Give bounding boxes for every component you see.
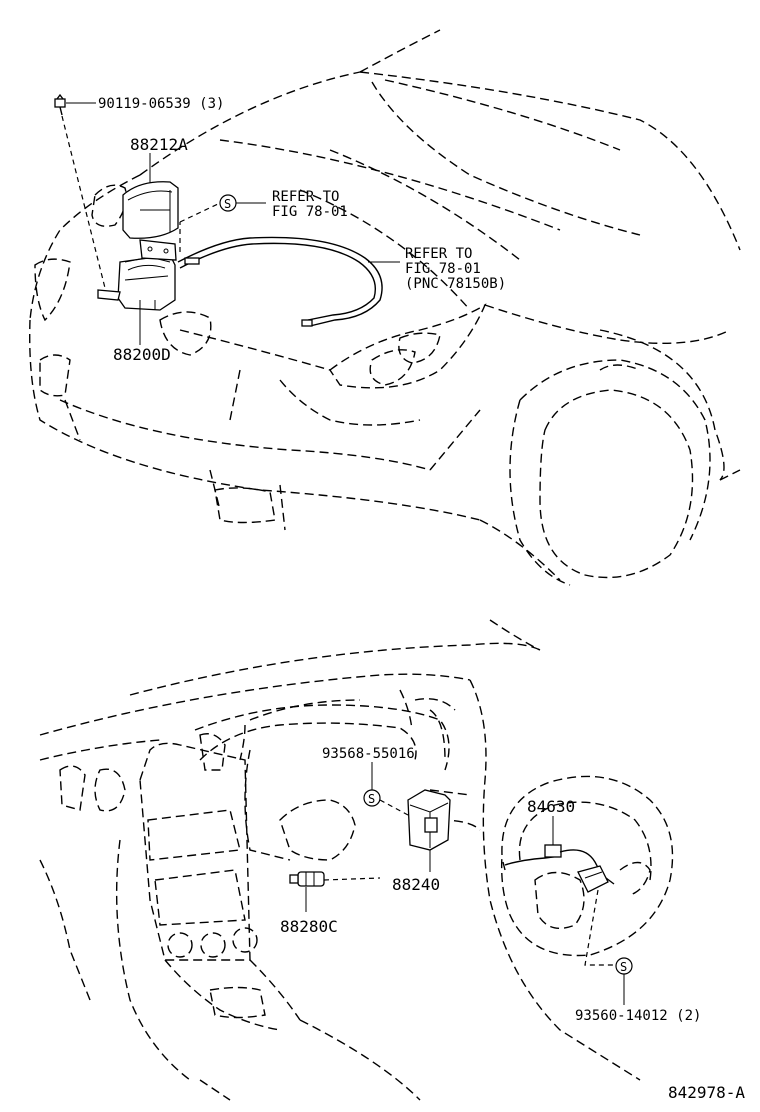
car-front-outline xyxy=(29,29,741,586)
s-marker-upper: S xyxy=(368,792,375,806)
figure-id: 842978-A xyxy=(668,1083,745,1102)
steering-switch-label: 84630 xyxy=(527,797,575,816)
refer2-line3: (PNC 78150B) xyxy=(405,276,506,292)
sensor-cover-icon xyxy=(122,181,179,239)
bolt-label: 90119-06539 (3) xyxy=(98,96,224,112)
control-cable-icon xyxy=(177,236,383,327)
steering-switch-icon xyxy=(502,844,615,893)
refer1-line1: REFER TO xyxy=(272,189,339,205)
screw-upper-label: 93568-55016 xyxy=(322,746,415,762)
refer2-line1: REFER TO xyxy=(405,246,472,262)
interior-outline xyxy=(39,619,641,1101)
actuator-unit-icon xyxy=(97,239,177,311)
clutch-switch-icon xyxy=(289,871,325,887)
bolt-icon xyxy=(54,93,66,116)
refer1-line2: FIG 78-01 xyxy=(272,204,348,220)
sensor-cover-label: 88212A xyxy=(130,135,188,154)
steering-wheel xyxy=(500,775,674,957)
screw-lower-label: 93560-14012 (2) xyxy=(575,1008,701,1024)
computer-label: 88240 xyxy=(392,875,440,894)
unit-label: 88200D xyxy=(113,345,171,364)
switch-label: 88280C xyxy=(280,917,338,936)
refer2-line2: FIG 78-01 xyxy=(405,261,481,277)
s-marker-top: S xyxy=(224,197,231,211)
computer-icon xyxy=(407,789,451,851)
s-marker-lower: S xyxy=(620,960,627,974)
